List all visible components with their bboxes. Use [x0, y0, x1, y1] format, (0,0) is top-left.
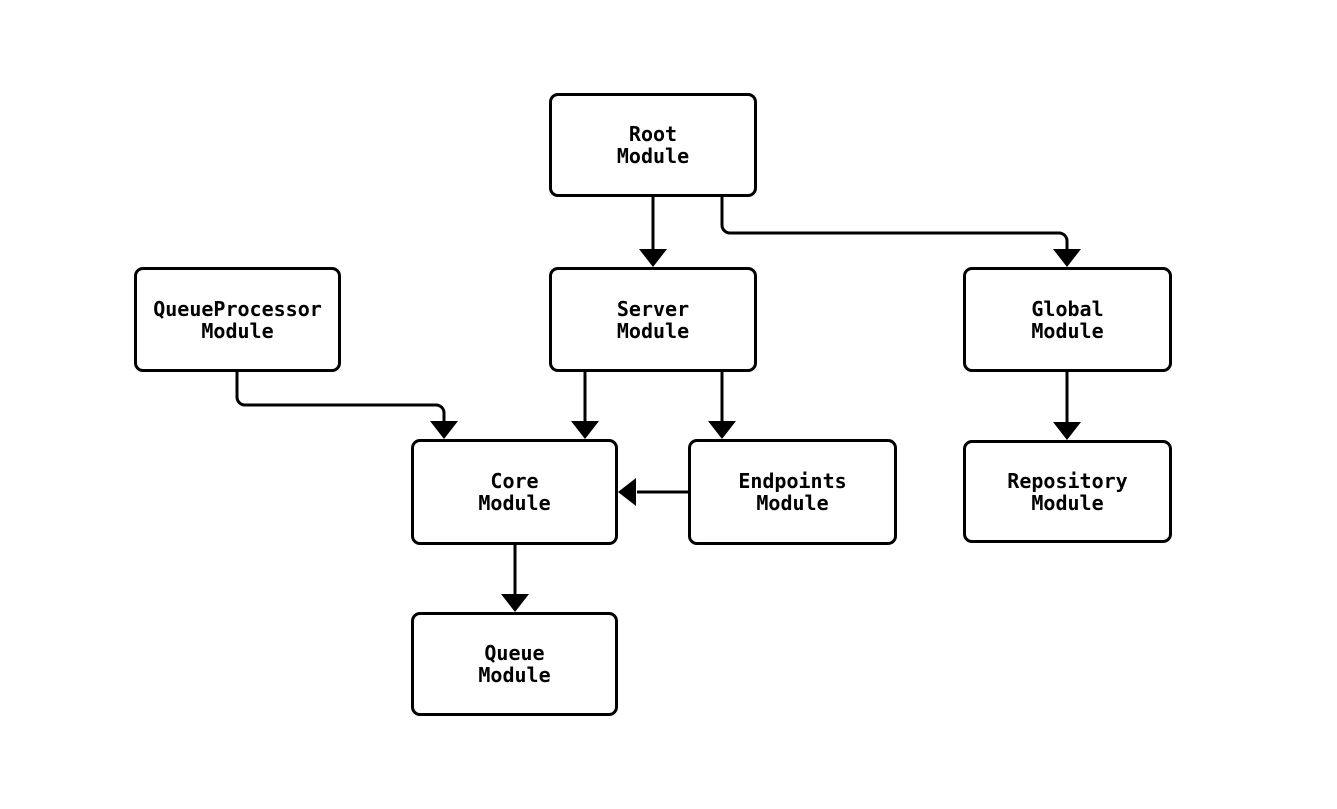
node-label-line: Module: [478, 663, 551, 687]
edge-root-to-global: [720, 197, 1081, 267]
node-root-module: Root Module: [549, 93, 757, 197]
node-label-line: Global: [1031, 296, 1104, 321]
edge-core-to-queue: [501, 545, 529, 612]
node-label-line: Module: [756, 491, 829, 515]
node-repository-module: Repository Module: [963, 440, 1172, 543]
node-label-line: Endpoints: [738, 469, 847, 493]
node-label-line: Core: [490, 469, 539, 493]
node-core-module: Core Module: [411, 439, 618, 545]
node-global-module: Global Module: [963, 267, 1172, 372]
node-queueprocessor-module: QueueProcessor Module: [134, 267, 341, 372]
edge-root-to-server: [639, 197, 667, 267]
node-server-module: Server Module: [549, 267, 757, 372]
node-label-line: Root: [628, 122, 678, 146]
edge-server-to-core: [571, 372, 599, 439]
edge-global-to-repository: [1053, 372, 1081, 440]
node-label-line: Module: [1031, 318, 1104, 343]
node-label-line: Module: [1031, 490, 1104, 515]
node-label-line: Module: [616, 144, 690, 168]
node-queue-module: Queue Module: [411, 612, 618, 716]
node-label-line: Module: [616, 318, 690, 343]
node-label-line: Module: [201, 318, 274, 343]
node-label-line: Repository: [1007, 468, 1128, 493]
edge-endpoints-to-core: [618, 478, 688, 506]
node-label-line: QueueProcessor: [153, 296, 322, 321]
node-label-line: Module: [478, 491, 551, 515]
edge-queueprocessor-to-core: [235, 372, 458, 439]
node-label-line: Queue: [484, 641, 545, 665]
edge-server-to-endpoints: [708, 372, 736, 439]
node-endpoints-module: Endpoints Module: [688, 439, 897, 545]
node-label-line: Server: [616, 296, 690, 321]
